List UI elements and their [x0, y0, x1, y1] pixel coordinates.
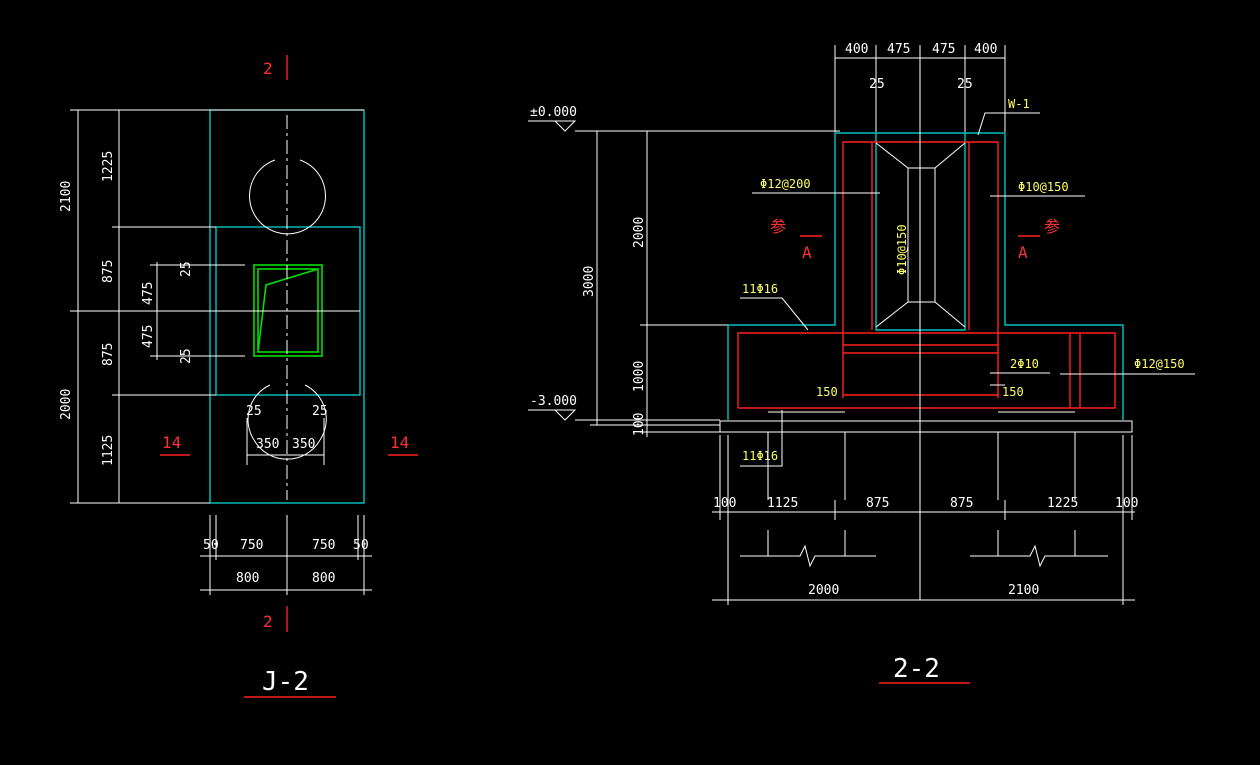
label-two-bars: 2Φ10 — [1010, 357, 1039, 371]
recess-taper-top — [875, 142, 966, 169]
column-break-line — [257, 268, 319, 353]
dim-cover-right: 25 — [312, 404, 328, 419]
dim-800-right: 800 — [312, 571, 335, 586]
dim-475-b: 475 — [141, 325, 156, 348]
side-mark-left: 14 — [162, 433, 181, 452]
dim-475-a: 475 — [141, 282, 156, 305]
dim-bottom-2100: 2100 — [1008, 583, 1039, 598]
label-hook-right: 150 — [1002, 385, 1024, 399]
ref-char-right: 参 — [1044, 217, 1060, 236]
label-rebar-vertical: Φ10@150 — [895, 224, 909, 275]
dim-2100: 2100 — [59, 181, 74, 212]
elevation-bottom-label: -3.000 — [530, 394, 577, 409]
plan-view-j2: 2 2 14 14 2100 2000 1225 — [59, 55, 418, 698]
dim-875-a: 875 — [101, 260, 116, 283]
dim-800-left: 800 — [236, 571, 259, 586]
dim-bottom-100-left: 100 — [713, 496, 736, 511]
dim-top-cover-left: 25 — [869, 77, 885, 92]
leader-w1 — [977, 112, 1040, 136]
view-title-j2: J-2 — [262, 667, 309, 697]
dim-100-v: 100 — [632, 413, 647, 436]
view-title-2-2: 2-2 — [893, 654, 940, 684]
dim-cover-bottom: 25 — [179, 348, 194, 364]
label-rebar-top-left: Φ12@200 — [760, 177, 811, 191]
recess-taper-bottom — [875, 301, 966, 328]
dim-bottom-1125: 1125 — [767, 496, 798, 511]
dim-cover-top: 25 — [179, 261, 194, 277]
dim-top-400-right: 400 — [974, 42, 997, 57]
dim-bottom-875-left: 875 — [866, 496, 889, 511]
label-w1: W-1 — [1008, 97, 1030, 111]
dim-1000-v: 1000 — [632, 361, 647, 392]
label-hook-left: 150 — [816, 385, 838, 399]
dim-bottom-1225: 1225 — [1047, 496, 1078, 511]
blinding-layer — [719, 420, 1133, 433]
section-mark-bottom: 2 — [263, 612, 273, 631]
label-rebar-top-right: Φ10@150 — [1018, 180, 1069, 194]
elevation-top-symbol — [528, 120, 577, 132]
label-rebar-right: Φ12@150 — [1134, 357, 1185, 371]
pile-arc-lower-left — [247, 384, 271, 441]
leader-bars-lower — [740, 410, 783, 467]
dim-350-left: 350 — [256, 437, 279, 452]
dim-top-400-left: 400 — [845, 42, 868, 57]
section-mark-top: 2 — [263, 59, 273, 78]
pile-break-right — [970, 544, 1108, 568]
pile-circle-upper — [249, 159, 326, 235]
dim-1125: 1125 — [101, 435, 116, 466]
dim-3000-v: 3000 — [582, 266, 597, 297]
dim-50-left: 50 — [203, 538, 219, 553]
elevation-top-label: ±0.000 — [530, 105, 577, 120]
dim-bottom-2000: 2000 — [808, 583, 839, 598]
ref-letter-left: A — [802, 243, 812, 262]
pile-arc-lower-right — [304, 384, 327, 441]
dim-2000: 2000 — [59, 389, 74, 420]
dim-750-right: 750 — [312, 538, 335, 553]
rebar-base-cage — [737, 332, 1116, 409]
dim-2000-v: 2000 — [632, 217, 647, 248]
label-bars-upper: 11Φ16 — [742, 282, 778, 296]
dim-750-left: 750 — [240, 538, 263, 553]
dim-1225: 1225 — [101, 151, 116, 182]
elevation-bottom-symbol — [528, 409, 577, 421]
dim-top-475-right: 475 — [932, 42, 955, 57]
dim-875-b: 875 — [101, 343, 116, 366]
dim-top-cover-right: 25 — [957, 77, 973, 92]
dim-cover-left: 25 — [246, 404, 262, 419]
ref-letter-right: A — [1018, 243, 1028, 262]
pile-break-left — [740, 544, 876, 568]
leader-bars-upper — [740, 297, 809, 331]
dim-bottom-875-right: 875 — [950, 496, 973, 511]
dim-50-right: 50 — [353, 538, 369, 553]
dim-350-right: 350 — [292, 437, 315, 452]
dim-top-475-left: 475 — [887, 42, 910, 57]
label-bars-lower: 11Φ16 — [742, 449, 778, 463]
ref-char-left: 参 — [770, 217, 786, 236]
dim-bottom-100-right: 100 — [1115, 496, 1138, 511]
pile-arc-lower-bottom — [253, 439, 321, 460]
side-mark-right: 14 — [390, 433, 409, 452]
section-view-2-2: 400 475 475 400 25 25 ±0.000 -3.000 2000… — [528, 42, 1195, 684]
